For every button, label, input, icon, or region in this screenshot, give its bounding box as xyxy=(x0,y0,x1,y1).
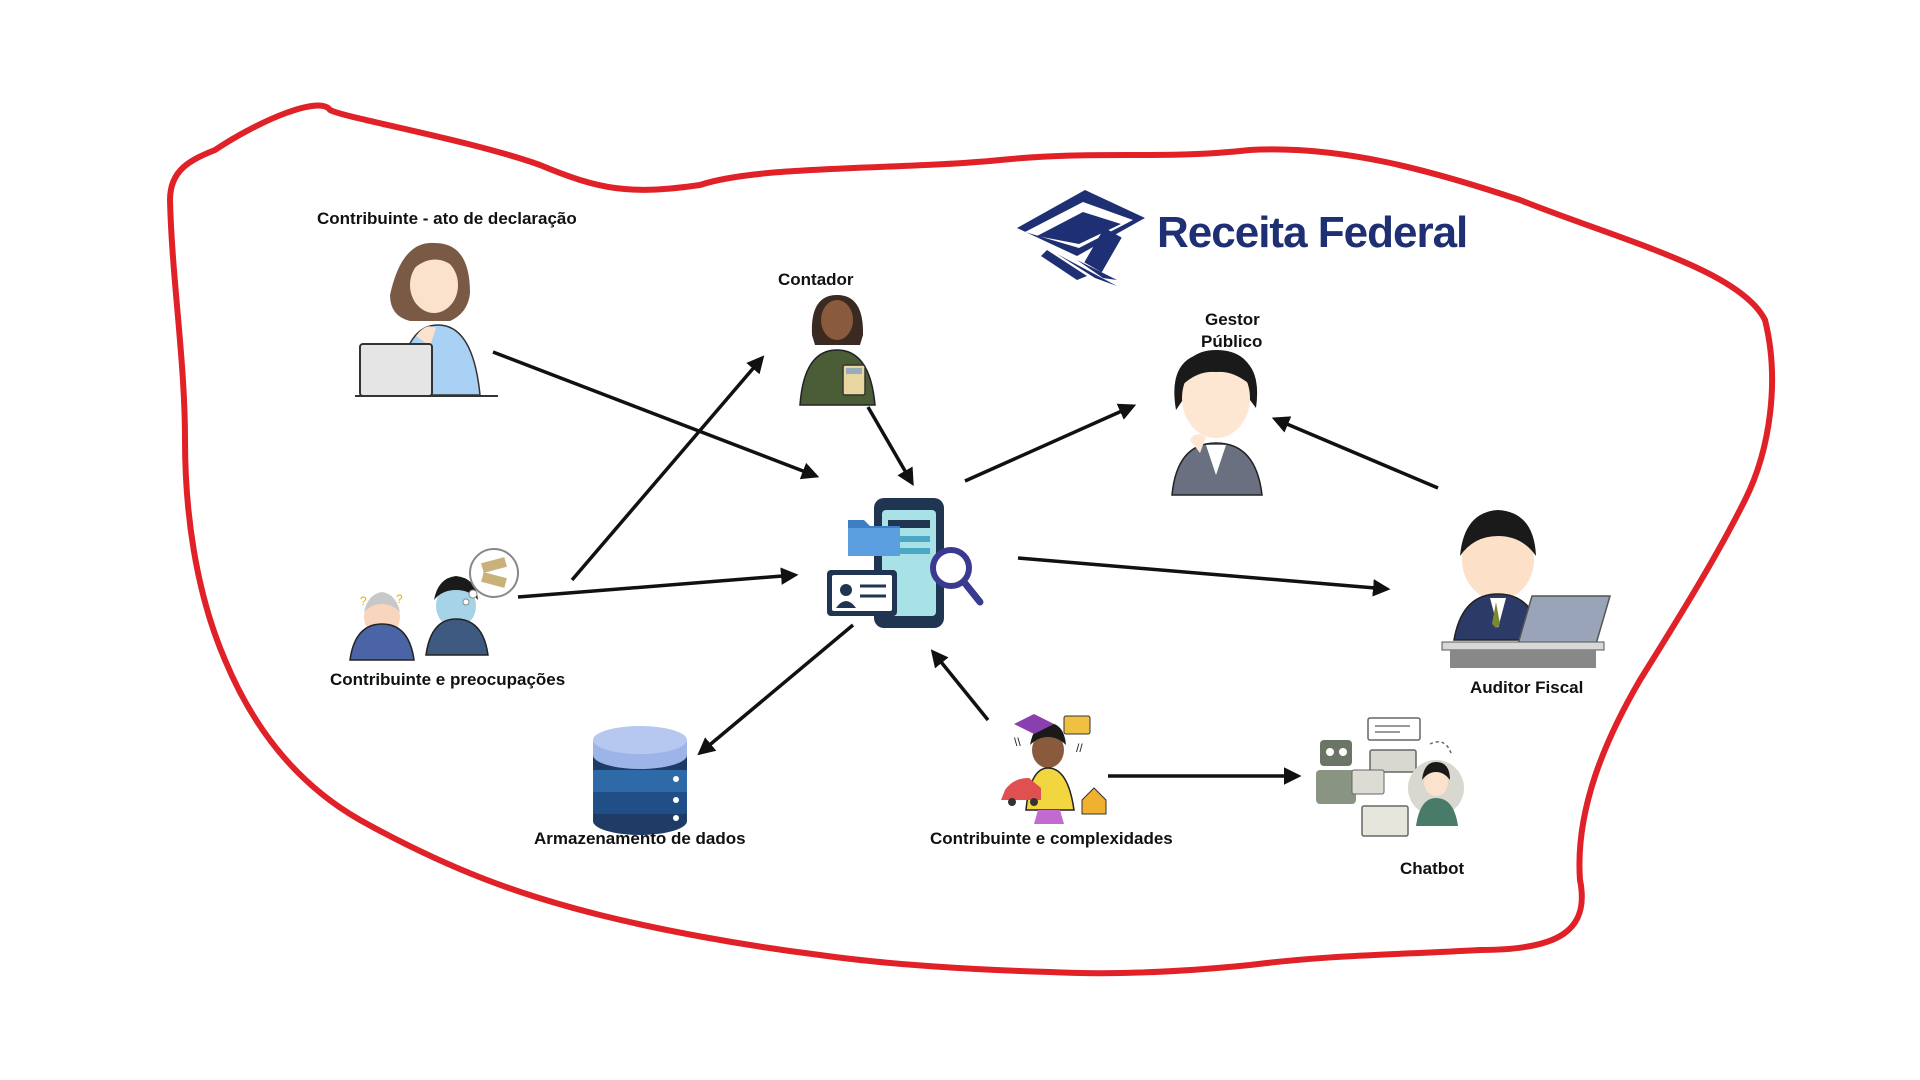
arrow-sistema-to-auditor xyxy=(1017,556,1391,597)
receita-federal-logo-icon xyxy=(1017,190,1145,286)
database-icon xyxy=(593,726,687,835)
arrow-auditor-to-gestor xyxy=(1271,416,1439,490)
person-laptop-icon xyxy=(355,242,498,397)
arrow-preocupacoes-to-sistema xyxy=(517,567,799,599)
svg-text:?: ? xyxy=(360,594,367,608)
svg-text:?: ? xyxy=(396,592,403,606)
label-chatbot: Chatbot xyxy=(1400,859,1465,878)
label-armazenamento: Armazenamento de dados xyxy=(534,829,746,848)
chatbot-icon xyxy=(1316,717,1464,837)
svg-text://: // xyxy=(1076,741,1083,755)
arrow-sistema-to-gestor xyxy=(964,403,1137,483)
label-gestor-line1: Gestor xyxy=(1205,310,1260,329)
boundary-outline xyxy=(167,102,1775,977)
label-gestor-line2: Público xyxy=(1201,332,1263,351)
arrow-sistema-to-armazenamento xyxy=(697,623,855,756)
arrow-contador-to-sistema xyxy=(866,406,914,487)
accountant-icon xyxy=(799,295,876,406)
public-manager-icon xyxy=(1171,350,1263,496)
stressed-person-icon: \\ // xyxy=(1001,714,1107,824)
arrow-complexidades-to-sistema xyxy=(930,649,990,722)
label-contribuinte-preocupacoes: Contribuinte e preocupações xyxy=(330,670,566,689)
svg-text:\\: \\ xyxy=(1014,735,1021,749)
arrow-preocupacoes-to-contador xyxy=(570,355,765,582)
label-contador: Contador xyxy=(778,270,854,289)
mobile-app-search-icon xyxy=(827,498,984,628)
worried-people-icon: ? ? xyxy=(349,548,519,661)
auditor-laptop-icon xyxy=(1441,510,1611,668)
label-contribuinte-declaracao: Contribuinte - ato de declaração xyxy=(317,209,577,228)
label-contribuinte-complexidades: Contribuinte e complexidades xyxy=(930,829,1173,848)
label-auditor: Auditor Fiscal xyxy=(1470,678,1584,697)
brand-name: Receita Federal xyxy=(1157,208,1468,257)
arrow-declaracao-to-sistema xyxy=(492,350,820,480)
